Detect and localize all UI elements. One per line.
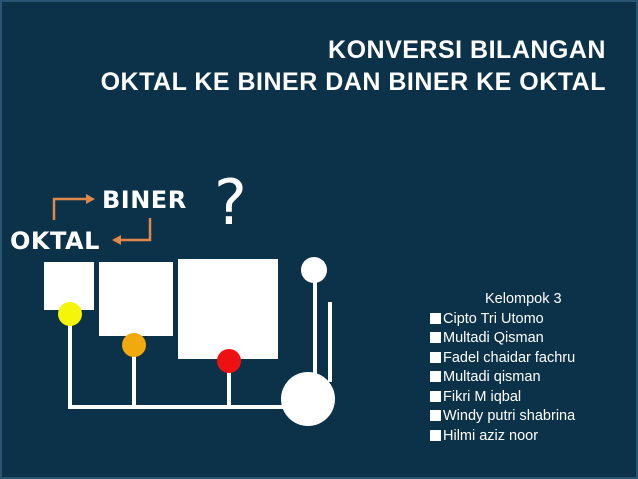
yellow-dot	[58, 302, 82, 326]
team-list: Kelompok 3 Cipto Tri Utomo Multadi Qisma…	[430, 290, 575, 446]
list-item: Fikri M iqbal	[430, 388, 575, 408]
member-name: Windy putri shabrina	[443, 408, 576, 424]
member-name: Hilmi aziz noor	[443, 427, 539, 444]
small-white-knob	[301, 257, 327, 283]
member-list: Cipto Tri Utomo Multadi Qisman Fadel cha…	[430, 310, 575, 447]
team-heading: Kelompok 3	[485, 291, 562, 307]
checkbox-bullet-icon	[430, 312, 441, 324]
member-name: Cipto Tri Utomo	[443, 310, 544, 327]
checkbox-bullet-icon	[430, 332, 441, 343]
title-line-1: KONVERSI BILANGAN	[328, 36, 606, 64]
title-line-2: OKTAL KE BINER DAN BINER KE OKTAL	[100, 68, 606, 96]
arrow-oktal-to-biner-icon	[52, 194, 95, 220]
member-name: Fadel chaidar fachru	[443, 349, 576, 366]
orange-dot	[122, 333, 146, 357]
label-oktal: OKTAL	[10, 227, 100, 255]
list-item: Fadel chaidar fachru	[430, 349, 575, 369]
list-item: Hilmi aziz noor	[430, 427, 575, 447]
list-item: Multadi qisman	[430, 368, 575, 388]
white-block-medium	[99, 262, 173, 336]
list-item: Multadi Qisman	[430, 329, 575, 349]
white-block-small	[44, 262, 94, 310]
label-biner: BINER	[102, 186, 187, 214]
large-white-bulb	[281, 372, 335, 426]
checkbox-bullet-icon	[430, 390, 441, 402]
arrow-biner-to-oktal-icon	[112, 218, 152, 245]
checkbox-bullet-icon	[430, 410, 441, 421]
checkbox-bullet-icon	[430, 429, 441, 441]
white-block-large	[178, 259, 278, 359]
red-dot	[217, 349, 241, 373]
member-name: Multadi Qisman	[443, 330, 544, 346]
list-item: Windy putri shabrina	[430, 407, 575, 427]
checkbox-bullet-icon	[430, 351, 441, 363]
member-name: Multadi qisman	[443, 369, 541, 385]
list-item: Cipto Tri Utomo	[430, 310, 575, 330]
member-name: Fikri M iqbal	[443, 388, 522, 405]
checkbox-bullet-icon	[430, 371, 441, 382]
question-mark: ?	[214, 166, 247, 239]
